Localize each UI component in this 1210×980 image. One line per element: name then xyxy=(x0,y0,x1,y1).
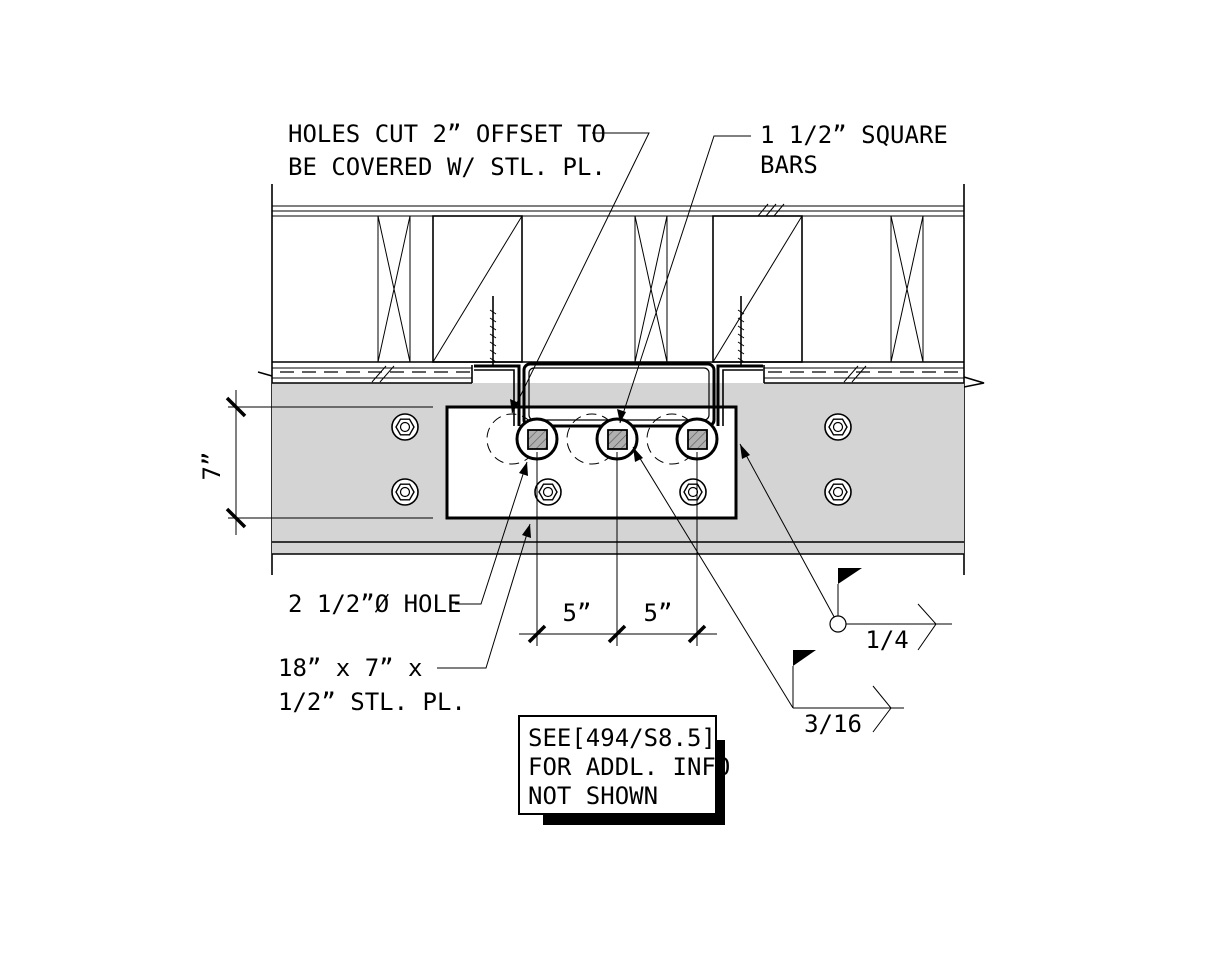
weld-symbol-lower: 3/16 xyxy=(632,446,904,738)
weld-size-lower: 3/16 xyxy=(804,710,862,738)
note-square-bars-line1: 1 1/2” SQUARE xyxy=(760,121,948,149)
note-plate-line1: 18” x 7” x xyxy=(278,654,423,682)
joist-left xyxy=(432,215,523,366)
dimension-plate-height-label: 7” xyxy=(198,452,226,481)
dimension-plate-height: 7” xyxy=(198,390,433,535)
blocking-right xyxy=(890,215,924,363)
note-holes-cut-line1: HOLES CUT 2” OFFSET TO xyxy=(288,120,606,148)
reference-line3: NOT SHOWN xyxy=(528,782,658,810)
leader-hole-dia xyxy=(455,461,528,605)
square-bar-right xyxy=(675,417,719,461)
leader-square-bars xyxy=(617,135,751,424)
note-holes-cut-line2: BE COVERED W/ STL. PL. xyxy=(288,153,606,181)
leader-plate xyxy=(437,523,531,669)
dimension-bar-spacing: 5” 5” xyxy=(519,452,717,646)
dimension-spacing-left: 5” xyxy=(563,599,592,627)
reference-line1: SEE[494/S8.5] xyxy=(528,724,716,752)
weld-symbol-upper: 1/4 xyxy=(739,443,952,654)
reference-box: SEE[494/S8.5] FOR ADDL. INFO NOT SHOWN xyxy=(518,715,730,825)
joist-right xyxy=(712,215,803,366)
note-hole-dia: 2 1/2”Ø HOLE xyxy=(288,590,461,618)
leader-holes-cut xyxy=(510,132,650,414)
sheathing-layer xyxy=(257,361,985,388)
dimension-spacing-right: 5” xyxy=(644,599,673,627)
blocking-left xyxy=(377,215,411,363)
note-plate-line2: 1/2” STL. PL. xyxy=(278,688,466,716)
note-square-bars-line2: BARS xyxy=(760,151,818,179)
reference-line2: FOR ADDL. INFO xyxy=(528,753,730,781)
blocking-center xyxy=(634,215,668,363)
weld-size-upper: 1/4 xyxy=(865,626,908,654)
